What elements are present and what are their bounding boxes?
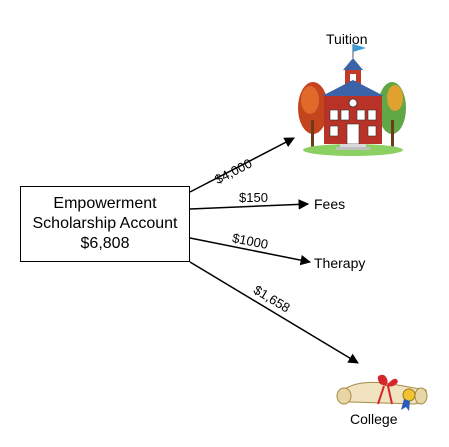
scholarship-account-box: Empowerment Scholarship Account $6,808 (20, 186, 190, 262)
arrow-to-fees (189, 199, 310, 210)
college-label: College (350, 411, 398, 427)
arrow-to-college (189, 261, 359, 364)
fees-label: Fees (314, 196, 346, 212)
arrow-to-tuition (189, 137, 295, 193)
account-total: $6,808 (80, 235, 130, 252)
account-name-line1: Empowerment (53, 195, 157, 212)
tuition-label: Tuition (326, 31, 368, 47)
fees-amount: $150 (239, 190, 268, 205)
therapy-label: Therapy (314, 255, 366, 271)
arrow-to-therapy (189, 237, 312, 266)
account-name-line2: Scholarship Account (32, 215, 178, 232)
schoolhouse-icon (298, 44, 406, 156)
diploma-icon (336, 374, 428, 411)
